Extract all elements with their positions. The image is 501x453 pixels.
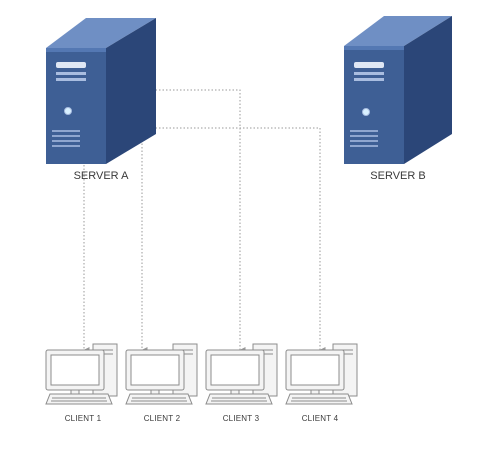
connector-client-4 bbox=[152, 127, 326, 353]
connectors bbox=[83, 89, 326, 353]
client-4-icon bbox=[285, 343, 358, 405]
client-2-icon bbox=[125, 343, 198, 405]
client-1-label: CLIENT 1 bbox=[64, 414, 102, 423]
server-b-icon bbox=[344, 16, 452, 164]
client-3-label: CLIENT 3 bbox=[222, 414, 260, 423]
server-a-label: SERVER A bbox=[73, 170, 129, 182]
server-a-icon bbox=[46, 18, 156, 164]
client-2-label: CLIENT 2 bbox=[143, 414, 181, 423]
client-4-label: CLIENT 4 bbox=[301, 414, 339, 423]
client-3-icon bbox=[205, 343, 278, 405]
connector-client-3 bbox=[152, 89, 246, 353]
client-1-icon bbox=[45, 343, 118, 405]
server-b-label: SERVER B bbox=[370, 170, 426, 182]
